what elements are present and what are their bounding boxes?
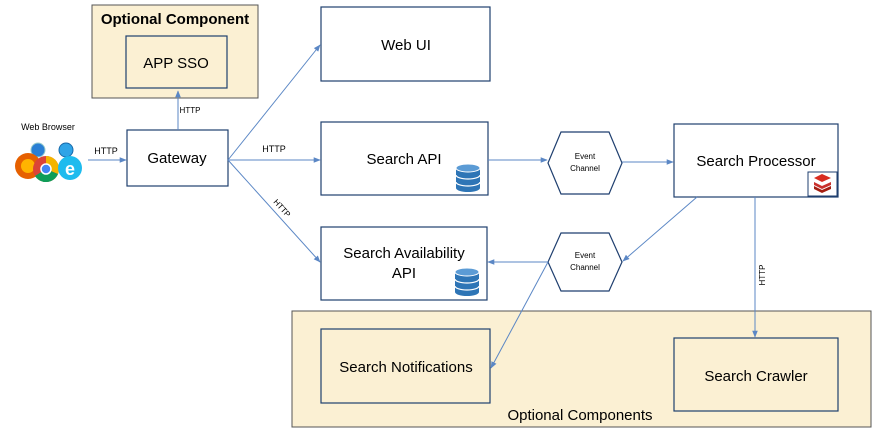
browser-logos-icon: Web Browser e (15, 122, 82, 183)
search-processor-label: Search Processor (696, 153, 815, 170)
connectors (88, 44, 758, 369)
search-availability-label-line1: Search Availability (343, 245, 465, 262)
optional-components-title: Optional Components (507, 407, 652, 424)
event-channel-bottom[interactable]: Event Channel (547, 232, 623, 292)
edge-label-gateway-searchapi: HTTP (262, 144, 286, 154)
edge-gateway-webui (227, 44, 321, 161)
cache-icon (807, 171, 838, 197)
edge-gateway-availability (227, 159, 321, 263)
edge-label-processor-crawler: HTTP (758, 265, 767, 286)
web-ui-label: Web UI (381, 37, 431, 54)
svg-text:e: e (65, 159, 75, 179)
search-api-label: Search API (366, 151, 441, 168)
web-ui-box[interactable] (320, 6, 491, 82)
edge-label-gateway-availability: HTTP (272, 198, 293, 220)
optional-component-group: Optional Component APP SSO (91, 4, 259, 99)
gateway-label: Gateway (147, 150, 207, 167)
edge-channel-notifications (490, 261, 549, 369)
event-channel-top-line1: Event (575, 152, 596, 161)
search-crawler-label: Search Crawler (704, 368, 807, 385)
web-browser-label: Web Browser (21, 122, 75, 132)
edge-label-browser-gateway: HTTP (94, 146, 118, 156)
edge-label-gateway-sso: HTTP (180, 106, 201, 115)
database-icon (455, 163, 481, 192)
app-sso-label: APP SSO (143, 55, 209, 72)
event-channel-top[interactable]: Event Channel (547, 131, 623, 195)
search-notifications-label: Search Notifications (339, 359, 472, 376)
search-availability-box[interactable] (320, 226, 488, 301)
search-availability-label-line2: API (392, 265, 416, 282)
event-channel-bottom-line1: Event (575, 251, 596, 260)
app-sso-box[interactable] (125, 35, 228, 89)
event-channel-bottom-line2: Channel (570, 263, 600, 272)
event-channel-top-line2: Channel (570, 164, 600, 173)
search-crawler-box[interactable] (673, 337, 839, 412)
search-notifications-box[interactable] (320, 328, 491, 404)
database-icon (454, 267, 480, 296)
edge-processor-channel (622, 196, 698, 262)
optional-components-group: Optional Components Search Notifications… (291, 310, 872, 428)
optional-component-title: Optional Component (101, 11, 249, 28)
